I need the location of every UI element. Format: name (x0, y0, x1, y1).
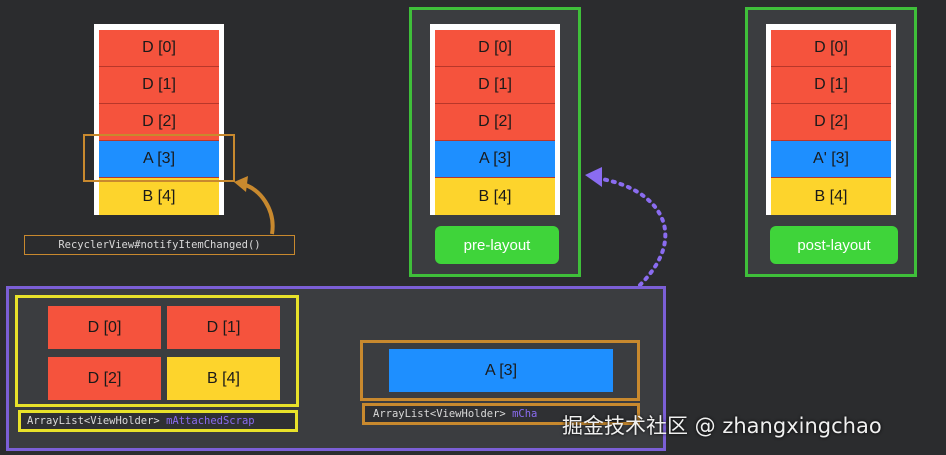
item-d1: D [1] (435, 67, 555, 104)
notify-label: RecyclerView#notifyItemChanged() (24, 235, 295, 255)
item-b4: B [4] (435, 178, 555, 215)
attached-scrap-label: ArrayList<ViewHolder> mAttachedScrap (18, 410, 298, 432)
attached-scrap-type: ArrayList<ViewHolder> (27, 415, 160, 427)
changed-scrap-box (360, 340, 640, 401)
item-d0: D [0] (99, 30, 219, 67)
item-a3-prime: A' [3] (771, 141, 891, 178)
post-layout-button[interactable]: post-layout (770, 226, 898, 264)
item-b4: B [4] (99, 178, 219, 215)
item-d1: D [1] (99, 67, 219, 104)
item-a3: A [3] (435, 141, 555, 178)
scrap-item-d0: D [0] (48, 306, 161, 349)
item-a3: A [3] (99, 141, 219, 178)
scrap-to-prelayout-arrow (585, 167, 668, 287)
attached-scrap-box (15, 295, 299, 407)
changed-scrap-label: ArrayList<ViewHolder> mCha (362, 403, 640, 425)
recycler-list-pre: D [0] D [1] D [2] A [3] B [4] (430, 24, 560, 215)
item-d2: D [2] (435, 104, 555, 141)
item-d2: D [2] (771, 104, 891, 141)
item-b4: B [4] (771, 178, 891, 215)
item-d0: D [0] (771, 30, 891, 67)
item-d1: D [1] (771, 67, 891, 104)
scrap-item-b4: B [4] (167, 357, 280, 400)
changed-scrap-type: ArrayList<ViewHolder> (373, 408, 506, 420)
recycler-list-left: D [0] D [1] D [2] A [3] B [4] (94, 24, 224, 215)
notify-arrow (234, 176, 275, 235)
pre-layout-button[interactable]: pre-layout (435, 226, 559, 264)
watermark: 掘金技术社区 @ zhangxingchao (562, 414, 882, 438)
changed-item-highlight (83, 134, 235, 182)
attached-scrap-var: mAttachedScrap (166, 415, 255, 427)
scrap-item-d1: D [1] (167, 306, 280, 349)
recycler-list-post: D [0] D [1] D [2] A' [3] B [4] (766, 24, 896, 215)
changed-scrap-item-a3: A [3] (389, 349, 613, 392)
changed-scrap-var: mCha (512, 408, 538, 420)
notify-label-text: RecyclerView#notifyItemChanged() (58, 239, 261, 251)
item-d0: D [0] (435, 30, 555, 67)
scrap-item-d2: D [2] (48, 357, 161, 400)
